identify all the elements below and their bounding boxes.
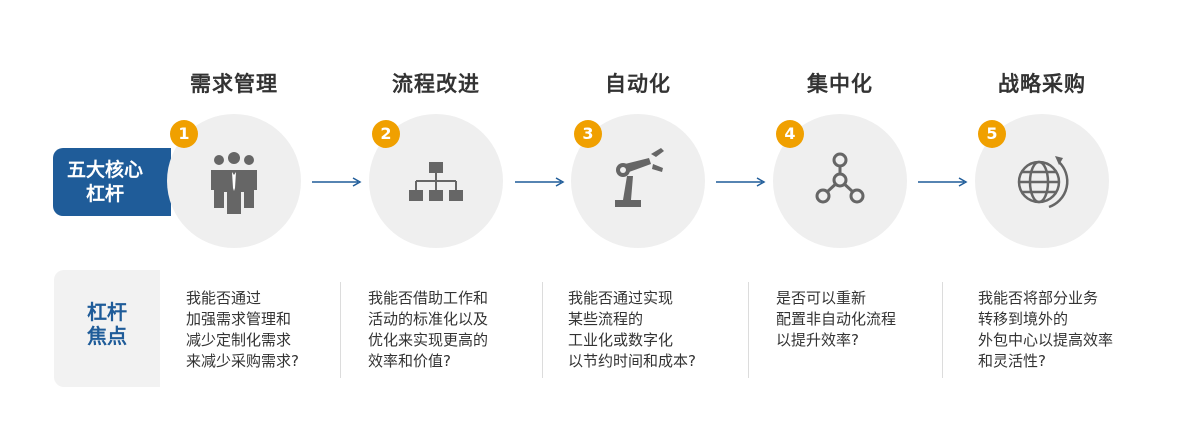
hub-network-icon [815,152,865,204]
step-5-question: 我能否将部分业务 转移到境外的 外包中心以提高效率 和灵活性? [978,289,1114,370]
step-3-badge: 3 [574,120,602,148]
step-3-title: 自动化 [605,72,671,96]
arrow-right-icon [515,177,565,187]
arrow-right-icon [312,177,362,187]
divider [542,282,543,378]
step-1-badge: 1 [170,120,198,148]
step-5-title: 战略采购 [998,72,1086,96]
step-4-badge: 4 [776,120,804,148]
focus-label-box [54,270,160,387]
divider [942,282,943,378]
step-2-badge: 2 [372,120,400,148]
arrow-right-icon [716,177,766,187]
arrow-right-icon [918,177,968,187]
step-5-badge: 5 [978,120,1006,148]
globe-icon [1017,156,1069,209]
step-1-question: 我能否通过 加强需求管理和 减少定制化需求 来减少采购需求? [186,289,299,370]
step-4-title: 集中化 [807,72,873,96]
core-levers-label: 五大核心 杠杆 [53,148,171,216]
divider [340,282,341,378]
step-2-question: 我能否借助工作和 活动的标准化以及 优化来实现更高的 效率和价值? [368,289,489,370]
robot-arm-icon [615,148,664,207]
step-1-title: 需求管理 [190,72,278,96]
step-4-question: 是否可以重新 配置非自动化流程 以提升效率? [776,289,897,349]
people-group-icon [211,152,257,214]
org-chart-icon [409,162,463,201]
divider [748,282,749,378]
step-2-title: 流程改进 [392,72,480,96]
focus-label: 杠杆 焦点 [87,300,127,348]
step-3-question: 我能否通过实现 某些流程的 工业化或数字化 以节约时间和成本? [568,289,696,370]
